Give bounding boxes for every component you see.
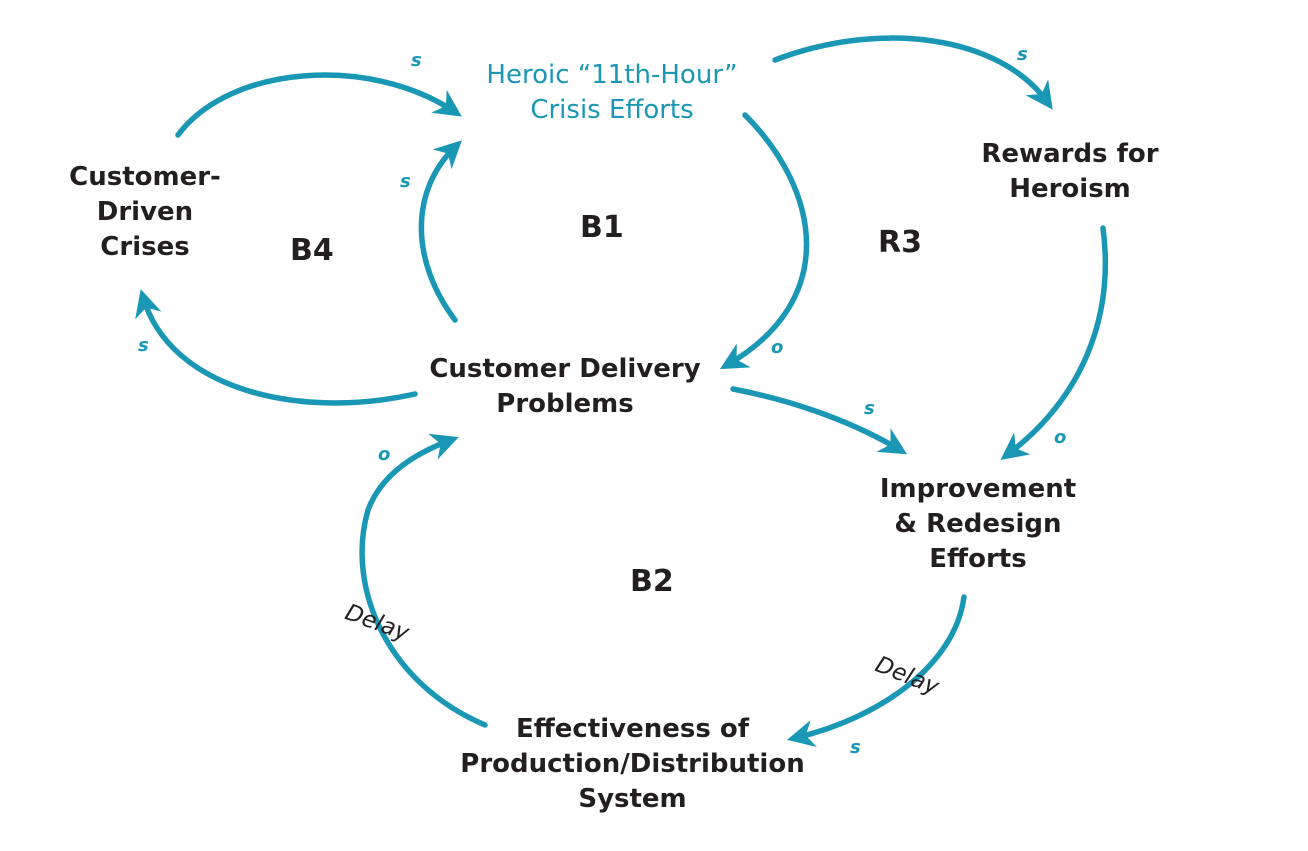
polarity-s-delivery-improvement: s xyxy=(864,398,875,419)
polarity-o-effectiveness-delivery: o xyxy=(378,444,391,465)
node-improvement-redesign-efforts: Improvement & Redesign Efforts xyxy=(879,474,1077,574)
polarity-s-heroic-rewards: s xyxy=(1017,44,1028,65)
loop-label-b1: B1 xyxy=(580,210,624,245)
arrow-effectiveness-to-delivery xyxy=(359,433,488,728)
polarity-s-improvement-effectiveness: s xyxy=(850,737,861,758)
polarity-s-crises-heroic: s xyxy=(411,50,422,71)
node-heroic-crisis-efforts: Heroic “11th-Hour” Crisis Efforts xyxy=(486,60,738,125)
polarity-o-rewards-improvement: o xyxy=(1054,427,1067,448)
node-effectiveness-production-distribution: Effectiveness of Production/Distribution… xyxy=(460,714,805,814)
arrow-delivery-to-heroic xyxy=(418,140,462,323)
polarity-s-delivery-heroic: s xyxy=(400,171,411,192)
arrow-crises-to-heroic xyxy=(175,72,462,138)
node-customer-delivery-problems: Customer Delivery Problems xyxy=(429,354,701,419)
node-customer-driven-crises: Customer- Driven Crises xyxy=(69,162,221,262)
polarity-o-heroic-delivery: o xyxy=(771,337,784,358)
arrow-heroic-to-delivery xyxy=(719,112,810,370)
loop-label-b4: B4 xyxy=(290,233,334,268)
arrow-improvement-to-effectiveness xyxy=(786,594,967,747)
arrow-delivery-to-crises xyxy=(135,289,418,406)
arrow-rewards-to-improvement xyxy=(1000,225,1109,460)
polarity-s-delivery-crises: s xyxy=(138,335,149,356)
loop-label-r3: R3 xyxy=(878,225,922,260)
arrow-heroic-to-rewards xyxy=(772,35,1053,110)
arrow-delivery-to-improvement xyxy=(730,386,908,455)
loop-label-b2: B2 xyxy=(630,564,674,599)
node-rewards-for-heroism: Rewards for Heroism xyxy=(981,139,1159,204)
